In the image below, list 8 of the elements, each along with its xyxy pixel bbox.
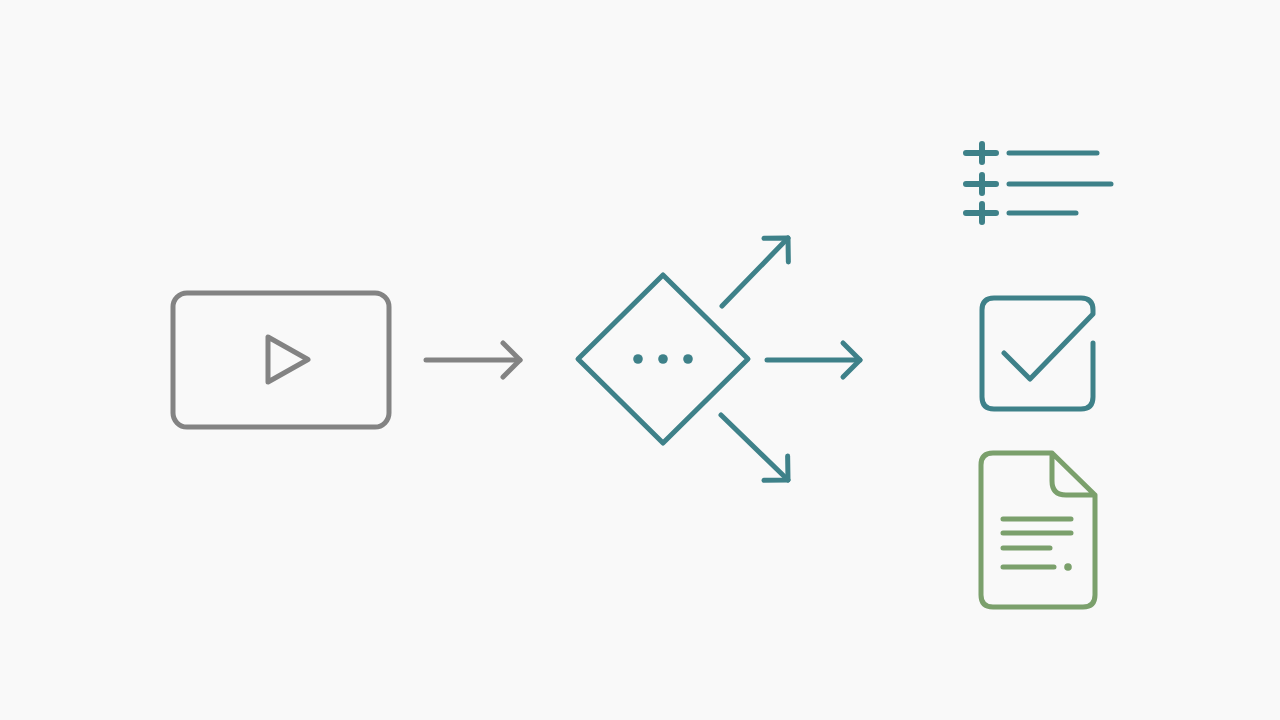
document-icon: [978, 450, 1098, 610]
arrow: [718, 412, 791, 483]
arrow: [764, 340, 863, 380]
video-icon: [170, 290, 392, 430]
list-icon: [961, 140, 1114, 226]
arrow: [719, 235, 791, 309]
arrow: [423, 340, 523, 380]
checkbox-icon: [977, 293, 1099, 414]
